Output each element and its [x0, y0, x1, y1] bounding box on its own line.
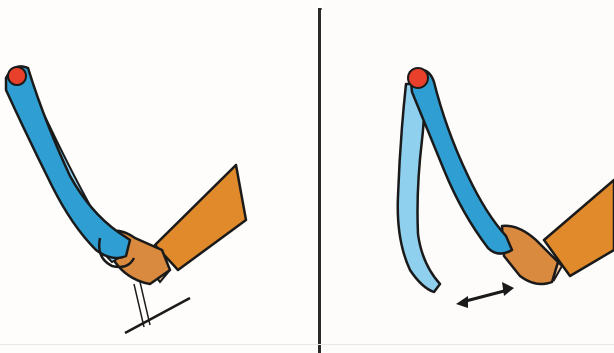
bottom-rule: [0, 344, 614, 345]
panel-divider: [318, 8, 321, 353]
left-panel: [0, 0, 318, 353]
leg: [155, 165, 246, 270]
double-arrow-icon: [456, 282, 514, 308]
pivot-dot-icon: [408, 68, 428, 88]
left-illustration: [0, 0, 318, 353]
ground-line: [125, 298, 190, 333]
right-illustration: [322, 0, 614, 353]
right-panel: [322, 0, 614, 353]
strap: [410, 70, 512, 254]
pivot-dot-icon: [8, 67, 26, 85]
